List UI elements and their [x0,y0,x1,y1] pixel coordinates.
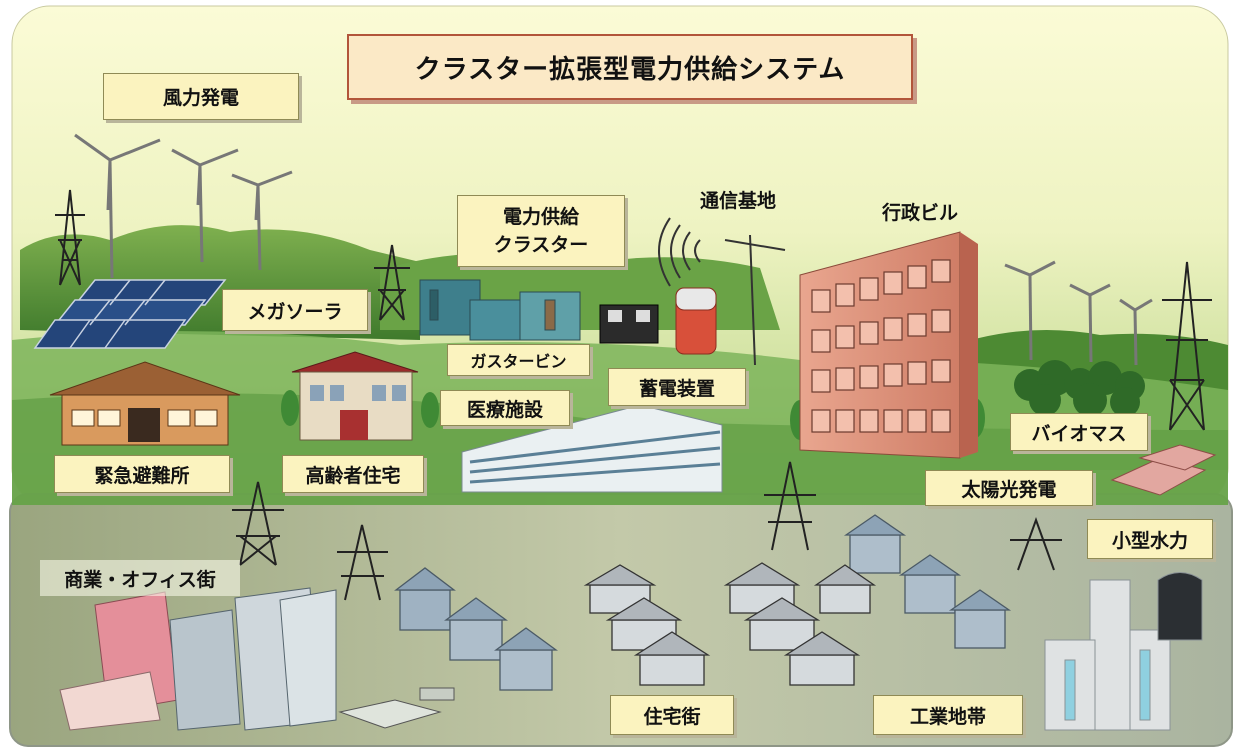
solar-building-right [1110,444,1217,496]
label-telecom-base: 通信基地 [699,189,776,212]
label-storage-device: 蓄電装置 [608,368,746,406]
label-power-cluster-line1: 電力供給 [502,206,579,228]
label-medical-facility: 医療施設 [440,390,570,426]
shelter-building [49,361,241,446]
label-residential-district: 住宅街 [610,695,734,735]
house-icon [394,514,1012,691]
small-building [338,687,455,729]
label-power-cluster-line2: クラスター [493,234,589,256]
elderly-housing [291,351,419,441]
solar-panel-icon [33,279,227,349]
label-elderly-housing: 高齢者住宅 [282,455,424,493]
gas-turbine-plant [419,279,581,341]
commercial-buildings [59,587,337,731]
label-power-cluster: 電力供給 クラスター [457,195,625,267]
label-industrial-zone: 工業地帯 [873,695,1023,735]
power-tower-icon [232,461,1062,601]
label-admin-building: 行政ビル [881,201,958,224]
label-gas-turbine: ガスタービン [447,344,590,376]
label-small-hydro: 小型水力 [1087,519,1213,559]
wind-turbine-icon [74,133,1153,366]
battery-icon [599,287,717,355]
power-tower-icon [55,189,1212,431]
tree-clump [1014,360,1145,417]
label-wind-power: 風力発電 [103,73,299,120]
label-mega-solar: メガソーラ [222,289,368,331]
medical-building [461,404,723,493]
admin-windows [811,259,951,433]
house-icon [583,562,877,686]
label-emergency-shelter: 緊急避難所 [54,455,230,493]
factory-icon [1044,572,1203,731]
label-solar-power: 太陽光発電 [925,470,1093,506]
diagram-title: クラスター拡張型電力供給システム [347,34,913,100]
admin-building [799,231,978,459]
label-biomass: バイオマス [1010,413,1148,451]
label-commercial-district: 商業・オフィス街 [40,560,240,596]
antenna-icon [658,217,786,366]
